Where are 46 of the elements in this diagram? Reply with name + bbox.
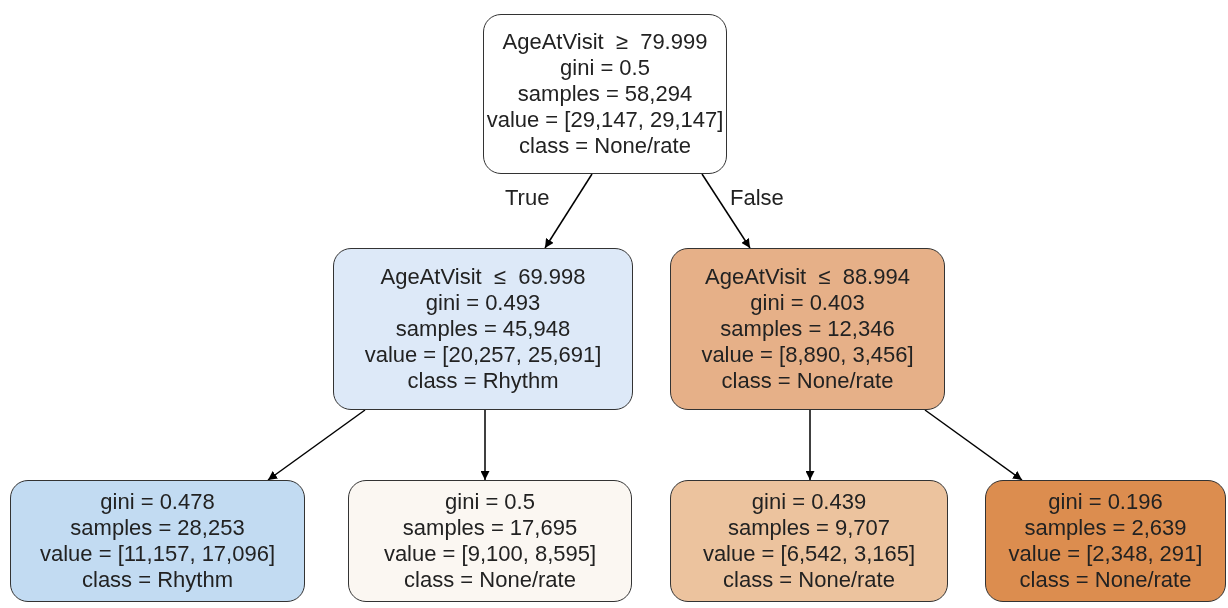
arrow [544,173,593,249]
node-text: AgeAtVisit ≥ 79.999 [502,29,708,55]
edge-label: True [504,185,551,211]
edge-label: False [729,185,785,211]
node-text: samples = 2,639 [1024,515,1187,541]
node-text: gini = 0.403 [750,290,865,316]
node-text: gini = 0.439 [751,489,867,515]
node-text: value = [9,100, 8,595] [383,541,597,567]
tree-node-box [670,248,945,410]
node-text: value = [20,257, 25,691] [364,342,602,368]
node-text: class = None/rate [404,567,576,593]
node-text: samples = 9,707 [727,515,890,541]
node-text: samples = 12,346 [720,316,895,342]
node-text: samples = 45,948 [395,316,571,342]
node-text: value = [6,542, 3,165] [702,541,916,567]
node-text: class = None/rate [723,567,895,593]
tree-node-box [10,480,305,602]
node-text: gini = 0.5 [445,489,535,515]
node-text: samples = 28,253 [70,515,245,541]
tree-node-box [483,14,727,174]
tree-node-box [670,480,948,602]
node-text: class = None/rate [1019,567,1192,593]
tree-node-box [985,480,1226,602]
node-text: gini = 0.196 [1048,489,1163,515]
arrow [480,409,490,481]
node-text: AgeAtVisit ≤ 69.998 [380,264,586,290]
arrow [267,409,366,481]
node-text: value = [29,147, 29,147] [486,107,724,133]
node-text: class = Rhythm [407,368,559,394]
tree-node-box [348,480,632,602]
arrow [924,409,1023,481]
arrow [701,173,751,249]
node-text: value = [8,890, 3,456] [701,342,914,368]
node-text: gini = 0.478 [100,489,215,515]
node-text: value = [2,348, 291] [1008,541,1203,567]
node-text: AgeAtVisit ≤ 88.994 [705,264,910,290]
node-text: class = None/rate [721,368,894,394]
node-text: class = Rhythm [82,567,233,593]
node-text: value = [11,157, 17,096] [39,541,276,567]
node-text: gini = 0.5 [560,55,650,81]
arrow [805,409,815,481]
tree-node-box [333,248,633,410]
node-text: class = None/rate [519,133,691,159]
node-text: samples = 17,695 [402,515,578,541]
node-text: gini = 0.493 [425,290,541,316]
node-text: samples = 58,294 [517,81,693,107]
